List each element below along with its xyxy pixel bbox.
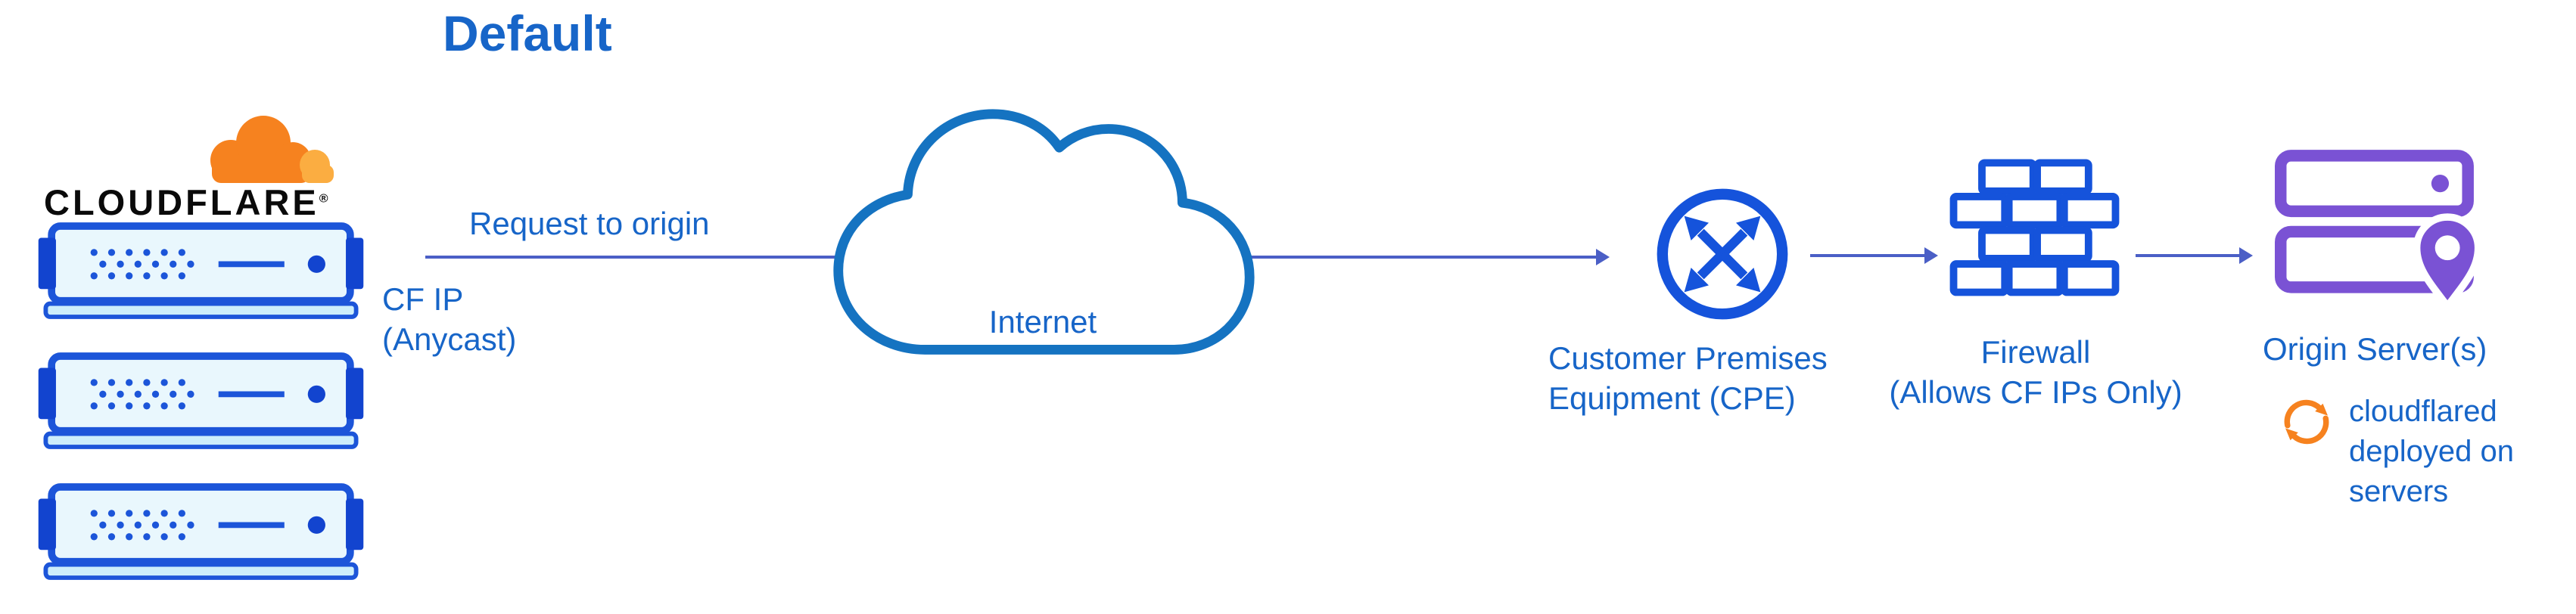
cloudflare-wordmark-text: CLOUDFLARE [44,182,319,222]
origin-servers-icon [2275,150,2482,311]
internet-cloud-icon [833,109,1255,355]
server-rack-icon [33,482,369,582]
cloudflared-sync-icon [2284,399,2329,445]
diagram-title: Default [443,5,612,61]
cpe-router-icon [1657,188,1788,320]
firewall-label: Firewall (Allows CF IPs Only) [1889,334,2182,410]
cloudflare-wordmark: CLOUDFLARE® [44,181,328,223]
registered-mark: ® [319,192,328,206]
firewall-to-origin-arrow [2136,247,2253,264]
cloudflare-cloud-icon [210,116,334,183]
server-rack-icon [33,222,369,321]
location-pin-icon [2413,213,2482,311]
cf-ip-anycast-label: CF IP (Anycast) [382,281,517,357]
origin-label: Origin Server(s) [2263,331,2487,367]
cpe-to-firewall-arrow [1810,247,1938,264]
cloudflared-note: cloudflared deployed on servers [2349,395,2514,508]
internet-label: Internet [988,304,1097,340]
cpe-label: Customer Premises Equipment (CPE) [1548,340,1828,416]
server-rack-icon [33,352,369,451]
request-to-origin-label: Request to origin [469,206,710,241]
firewall-brick-icon [1949,159,2120,296]
